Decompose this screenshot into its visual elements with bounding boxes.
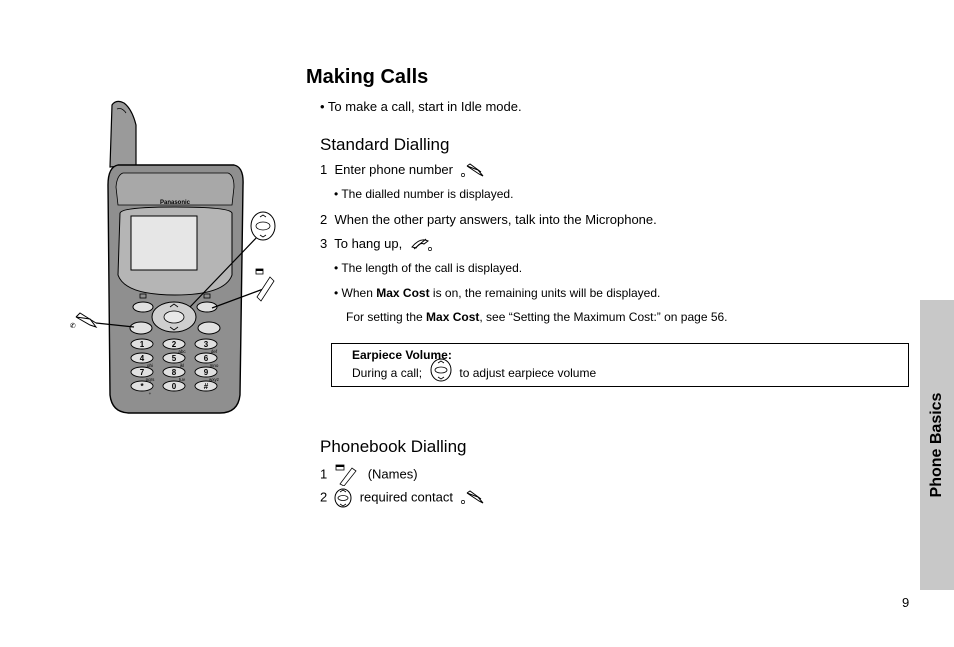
earpiece-volume-box: Earpiece Volume: During a call; to adjus… <box>331 343 909 387</box>
keypad-key-letters: + <box>149 391 152 396</box>
keypad-key-digit: 8 <box>172 368 177 377</box>
nav-key-icon <box>334 488 352 508</box>
page-title: Making Calls <box>306 66 429 88</box>
keypad-key-letters: ghi <box>147 363 153 368</box>
phone-brand: Panasonic <box>160 200 191 206</box>
standard-step-1-note: • The dialled number is displayed. <box>334 187 514 201</box>
end-key-icon <box>410 238 432 251</box>
soft-key-icon <box>336 464 358 486</box>
section-side-tab: Phone Basics <box>920 300 954 590</box>
keypad-key-letters: jkl <box>179 363 184 368</box>
keypad-key-digit: 9 <box>204 368 209 377</box>
phonebook-step-2: 2 required contact <box>320 488 485 508</box>
step-number: 3 <box>320 236 328 251</box>
intro-text: • To make a call, start in Idle mode. <box>320 99 522 114</box>
standard-dialling-heading: Standard Dialling <box>320 135 450 154</box>
step-text: required contact <box>359 489 453 505</box>
keypad-key-digit: 7 <box>140 368 145 377</box>
keypad-key-digit: # <box>204 382 209 391</box>
send-key-icon <box>460 490 483 504</box>
keypad-key-digit: 4 <box>140 354 145 363</box>
standard-step-3-note-1: • The length of the call is displayed. <box>334 261 523 275</box>
step-text: To hang up, <box>334 236 403 251</box>
standard-step-3-note-2: • When Max Cost is on, the remaining uni… <box>334 286 661 300</box>
keypad-key: 0 <box>162 380 186 392</box>
nav-key-callout-icon <box>250 211 276 241</box>
keypad-key: # <box>194 380 218 392</box>
keypad-key-letters: wxyz <box>209 377 220 382</box>
phonebook-dialling-heading: Phonebook Dialling <box>320 437 467 456</box>
standard-step-2: 2 When the other party answers, talk int… <box>320 212 657 228</box>
keypad-key-letters: abc <box>178 349 186 354</box>
keypad-key-digit: * <box>140 382 144 391</box>
step-number: 2 <box>320 212 328 227</box>
keypad-key-letters: mno <box>210 363 219 368</box>
earpiece-text: During a call; to adjust earpiece volume <box>352 358 596 382</box>
svg-text:✆: ✆ <box>70 322 76 330</box>
keypad-key-digit: 0 <box>172 382 177 391</box>
standard-step-1: 1 Enter phone number <box>320 162 485 179</box>
keypad-key-letters: pqrs <box>146 377 156 382</box>
step-text: When the other party answers, talk into … <box>334 212 657 227</box>
standard-step-3: 3 To hang up, <box>320 236 434 253</box>
step-text: (Names) <box>367 466 418 482</box>
keypad-key: 1 <box>130 338 154 350</box>
nav-key-icon <box>430 358 452 382</box>
send-key-callout-icon: ✆ <box>70 312 98 330</box>
keypad-key-digit: 5 <box>172 354 177 363</box>
soft-key-callout-icon <box>255 268 275 302</box>
earpiece-title: Earpiece Volume: <box>352 348 452 362</box>
step-number: 2 <box>320 489 328 505</box>
step-number: 1 <box>320 466 328 482</box>
step-text: Enter phone number <box>334 162 453 177</box>
phonebook-step-1: 1 (Names) <box>320 464 418 486</box>
page-number: 9 <box>902 595 910 610</box>
keypad-key-letters: def <box>211 349 218 354</box>
step-number: 1 <box>320 162 328 177</box>
keypad-key-digit: 1 <box>140 340 145 349</box>
keypad-key-digit: 2 <box>172 340 177 349</box>
send-key-icon <box>460 162 484 177</box>
section-side-tab-label: Phone Basics <box>928 392 945 498</box>
keypad-key-digit: 6 <box>204 354 209 363</box>
keypad-key: *+ <box>130 380 154 396</box>
max-cost-reference: For setting the Max Cost, see “Setting t… <box>346 310 728 324</box>
keypad-key-letters: tuv <box>179 377 186 382</box>
keypad-key-digit: 3 <box>204 340 209 349</box>
